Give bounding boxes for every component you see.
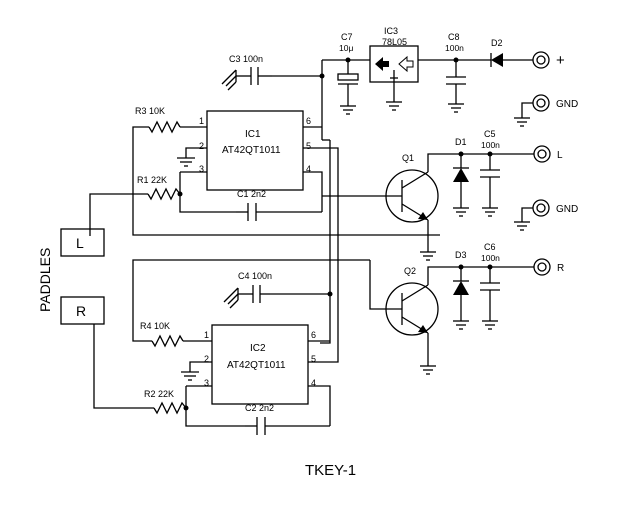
d1-label: D1 (455, 137, 467, 147)
ic2-pin4: 4 (311, 378, 316, 388)
resistor-r2 (153, 401, 187, 415)
connector-out-r[interactable] (533, 258, 551, 276)
q2-label: Q2 (404, 266, 416, 276)
c5-value: 100n (481, 140, 500, 150)
r2-label: R2 22K (144, 389, 174, 399)
transistor-q1 (370, 169, 439, 223)
capacitor-c3 (221, 67, 272, 91)
diode-d3 (453, 267, 469, 330)
connector-out-l-label: L (557, 150, 563, 161)
ic3-part: 78L05 (382, 37, 407, 47)
diagram-title: TKEY-1 (305, 462, 356, 479)
ic2-pin5: 5 (311, 354, 316, 364)
ic2-ref: IC2 (250, 343, 266, 354)
rail-5v-bottom (320, 140, 331, 344)
regulator-ic3 (369, 45, 419, 111)
c7-ref: C7 (341, 32, 353, 42)
paddle-right[interactable]: R (60, 296, 105, 325)
q1-label: Q1 (402, 153, 414, 163)
ic1-pin1: 1 (199, 116, 204, 126)
r3-label: R3 10K (135, 106, 165, 116)
resistor-r4 (151, 334, 184, 348)
q1-section: Q1 D1 C5 100n (322, 129, 578, 261)
ic2-part: AT42QT1011 (227, 360, 286, 371)
d2-label: D2 (491, 38, 503, 48)
ic2-body (211, 324, 309, 405)
capacitor-c7 (337, 60, 359, 115)
ic1-pin3: 3 (199, 164, 204, 174)
capacitor-c8 (446, 60, 466, 113)
diode-d1 (453, 154, 469, 217)
diode-d2 (490, 53, 503, 67)
ic2-pin3: 3 (204, 378, 209, 388)
c5-ref: C5 (484, 129, 496, 139)
r1-label: R1 22K (137, 175, 167, 185)
paddle-right-label: R (76, 303, 86, 319)
resistor-r1 (147, 187, 181, 201)
ic1-part: AT42QT1011 (222, 145, 281, 156)
connector-plus-label: + (556, 52, 565, 69)
capacitor-c5 (480, 154, 500, 217)
ic2-pin1: 1 (204, 330, 209, 340)
paddle-left-label: L (76, 235, 84, 251)
capacitor-c4 (223, 285, 270, 309)
capacitor-c1 (236, 203, 322, 221)
q2-section: Q2 D3 C6 100n (369, 242, 564, 375)
c8-value: 100n (445, 43, 464, 53)
ic2-pin6: 6 (311, 330, 316, 340)
paddles-section: PADDLES L R (37, 228, 105, 325)
connector-gnd-2-label: GND (556, 204, 578, 215)
c6-value: 100n (481, 253, 500, 263)
resistor-r3 (148, 120, 181, 134)
connector-out-r-label: R (557, 263, 564, 274)
capacitor-c2 (245, 417, 330, 435)
d3-label: D3 (455, 250, 467, 260)
ic1-pin6: 6 (306, 116, 311, 126)
ic2-pin2: 2 (204, 354, 209, 364)
c7-value: 10μ (339, 43, 353, 53)
power-section: + D2 C8 100n (322, 26, 578, 127)
capacitor-c6 (480, 267, 500, 330)
connector-gnd-2[interactable] (532, 199, 550, 217)
r4-label: R4 10K (140, 321, 170, 331)
connector-gnd-1[interactable] (532, 94, 550, 112)
ic2-section: IC2 AT42QT1011 1 2 3 4 5 6 C4 100n (93, 235, 370, 435)
c1-label: C1 2n2 (237, 189, 266, 199)
ic1-pin4: 4 (306, 164, 311, 174)
c2-label: C2 2n2 (245, 403, 274, 413)
c4-label: C4 100n (238, 271, 272, 281)
connector-out-l[interactable] (533, 145, 551, 163)
paddle-left[interactable]: L (60, 228, 105, 257)
ic1-pin5: 5 (306, 141, 311, 151)
ic3-ref: IC3 (384, 26, 398, 36)
connector-plus[interactable] (532, 51, 550, 69)
ic1-body (206, 110, 304, 191)
c8-ref: C8 (448, 32, 460, 42)
c6-ref: C6 (484, 242, 496, 252)
transistor-q2 (385, 282, 439, 336)
ic1-ref: IC1 (245, 129, 261, 140)
ic1-pin2: 2 (199, 141, 204, 151)
ic1-section: IC1 AT42QT1011 1 2 3 4 5 6 C3 100n (89, 54, 440, 236)
c3-label: C3 100n (229, 54, 263, 64)
paddles-label: PADDLES (37, 248, 53, 312)
connector-gnd-1-label: GND (556, 99, 578, 110)
